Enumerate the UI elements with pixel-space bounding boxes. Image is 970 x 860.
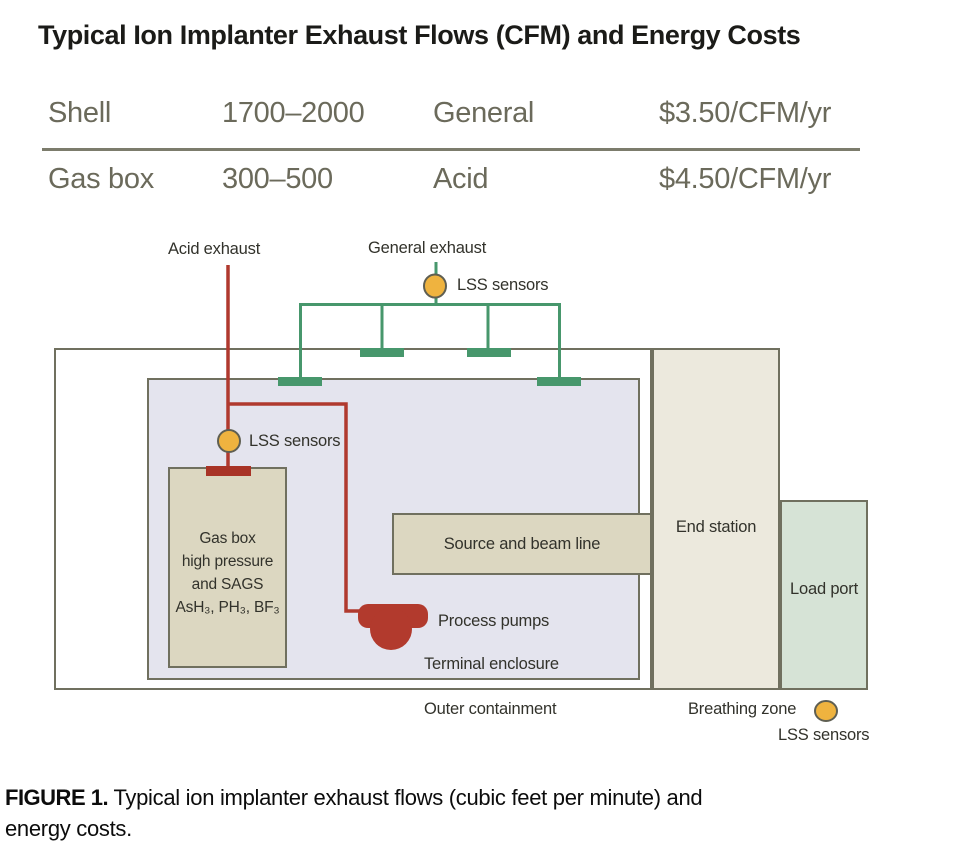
- source-beam-line-box: [392, 513, 652, 575]
- general-exhaust-label: General exhaust: [368, 239, 487, 257]
- table-row-divider: [42, 148, 860, 151]
- source-beam-line-label: Source and beam line: [443, 535, 601, 553]
- gas-box-label-line: high pressure: [181, 553, 274, 570]
- table-cell-exhaust-type: General: [433, 97, 535, 129]
- table-cell-component: Shell: [48, 97, 111, 129]
- lss-sensors-label-bottom: LSS sensors: [778, 726, 870, 744]
- figure-caption-number: FIGURE 1.: [5, 785, 109, 810]
- outer-containment-label: Outer containment: [424, 700, 557, 718]
- gas-box-label-line: Gas box: [199, 530, 256, 547]
- process-pumps-label: Process pumps: [438, 612, 550, 630]
- table-cell-exhaust-type: Acid: [433, 163, 489, 195]
- end-station-label: End station: [675, 518, 757, 536]
- gas-box-label-line: AsH₃, PH₃, BF₃: [175, 599, 280, 616]
- load-port-label: Load port: [790, 580, 858, 598]
- figure-title: Typical Ion Implanter Exhaust Flows (CFM…: [38, 20, 801, 50]
- table-cell-flow: 1700–2000: [222, 97, 365, 129]
- table-cell-cost: $3.50/CFM/yr: [659, 97, 832, 129]
- table-cell-cost: $4.50/CFM/yr: [659, 163, 832, 195]
- manifold-drop-lines: [380, 304, 490, 352]
- breathing-zone-label: Breathing zone: [688, 700, 797, 718]
- figure-caption-text-line1: Typical ion implanter exhaust flows (cub…: [113, 785, 703, 810]
- lss-sensors-label-mid: LSS sensors: [249, 432, 341, 450]
- figure-caption: FIGURE 1. Typical ion implanter exhaust …: [5, 782, 955, 844]
- table-cell-flow: 300–500: [222, 163, 333, 195]
- lss-sensor-indicator-breathing-zone: [814, 700, 838, 722]
- table-cell-component: Gas box: [48, 163, 154, 195]
- end-station-box: [652, 348, 780, 690]
- terminal-enclosure-label: Terminal enclosure: [424, 655, 559, 673]
- gas-box-label: Gas box high pressure and SAGS AsH₃, PH₃…: [168, 527, 287, 619]
- figure-caption-text-line2: energy costs.: [5, 816, 132, 841]
- load-port-box: [780, 500, 868, 690]
- acid-exhaust-label: Acid exhaust: [168, 240, 261, 258]
- gas-box-label-line: and SAGS: [191, 576, 264, 593]
- lss-sensors-label-top: LSS sensors: [457, 276, 549, 294]
- lss-sensor-indicator-top: [423, 273, 447, 299]
